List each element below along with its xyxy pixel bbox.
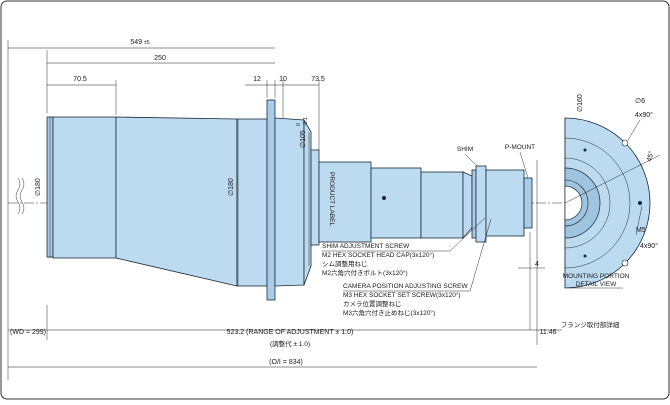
shim-ring: [475, 165, 487, 243]
dim-12: 12: [253, 76, 261, 83]
detail-leader-6: [627, 119, 641, 141]
detail-dia-6: ∅6: [635, 98, 645, 105]
cam-screw-text-2: M3 HEX SOCKET SET SCREW(3x120°): [343, 291, 461, 299]
front-cylinder: [52, 116, 117, 259]
dim-oi: (O/I = 834): [269, 359, 303, 366]
break-line-2: [19, 177, 25, 215]
break-line: [15, 177, 21, 215]
detail-holes-m5: 4x90°: [640, 242, 658, 250]
dim-4: 4: [535, 261, 539, 268]
detail-tap-a: [583, 148, 587, 152]
detail-view: [564, 117, 661, 289]
p-mount-end: [523, 177, 533, 229]
lens-body: [46, 99, 533, 301]
mount-flange: [266, 99, 276, 301]
barrel: [318, 161, 372, 243]
cam-screw-jp-1: カメラ位置調整ねじ: [343, 299, 402, 308]
shim-screw-text-2: M2 HEX SOCKET HEAD CAP(3x120°): [322, 251, 434, 259]
shim-screw-jp-1: シム調整用ねじ: [322, 259, 368, 268]
detail-angle: 45°: [645, 150, 656, 162]
dim-549: 549 ±5: [130, 39, 149, 46]
dim-tol-bot: -0.1: [303, 117, 309, 126]
shim-label: SHIM: [457, 146, 473, 153]
shim-leader: [464, 153, 478, 167]
p-mount-body: [485, 169, 525, 237]
dim-dia-flange: ∅180: [228, 178, 235, 196]
dim-10: 10: [279, 76, 287, 83]
detail-title-1: MOUNTING PORTION: [563, 273, 630, 280]
detail-ring-mid: [564, 157, 611, 249]
detail-bore: [564, 179, 589, 227]
shim-screw-text-1: SHIM ADJUSTMENT SCREW: [322, 243, 410, 250]
dim-range: 523.2 (RANGE OF ADJUSTMENT ± 1.0): [227, 329, 354, 336]
dim-11-46: 11.46: [540, 329, 557, 336]
neck-ring: [310, 149, 320, 246]
dim-250: 250: [154, 55, 166, 62]
detail-tap-b: [583, 254, 587, 258]
barrel-3: [420, 171, 464, 239]
neck-step: [303, 118, 312, 286]
detail-ring-inner: [564, 167, 601, 239]
shim: [471, 169, 477, 239]
product-label: PRODUCT LABEL: [328, 172, 335, 226]
detail-tap-right: [638, 201, 642, 205]
detail-hole-top: [621, 139, 629, 147]
detail-holes-6: 4x90°: [635, 111, 653, 119]
detail-angle-line: [564, 154, 661, 204]
detail-hole-bottom: [621, 259, 629, 267]
p-mount-leader: [519, 151, 529, 179]
detail-m5: M5: [636, 227, 646, 234]
detail-dia-160: ∅160: [577, 94, 584, 112]
detail-bore-hole: [564, 185, 583, 221]
detail-leader-m5: [635, 205, 643, 236]
dim-70-5: 70.5: [73, 76, 87, 83]
cam-screw-text-1: CAMERA POSITION ADJUSTING SCREW: [343, 283, 468, 290]
cam-screw-leader: [469, 218, 492, 292]
body-cone: [115, 116, 238, 287]
detail-title-jp: フランジ取付部詳細: [561, 320, 620, 329]
dim-wd: (WD = 299): [10, 329, 46, 336]
barrel-taper: [462, 171, 473, 240]
dim-dia-front: ∅180: [35, 178, 42, 196]
shim-screw-leader: [449, 217, 486, 252]
dim-range-jp: (調整代 ± 1.0): [270, 339, 310, 348]
barrel-2: [370, 167, 422, 239]
shim-screw-jp-2: M2六角穴付きボルト(3x120°): [322, 268, 408, 277]
screw-head: [382, 196, 386, 200]
detail-flange: [564, 117, 651, 289]
detail-title-2: DETAIL VIEW: [576, 281, 617, 288]
dim-73-5: 73.5: [311, 76, 325, 83]
p-mount-label: P-MOUNT: [505, 144, 535, 151]
dim-dia-105: ∅105: [300, 130, 307, 148]
dim-tol-top: 0: [296, 123, 302, 126]
cam-screw-jp-2: M3六角穴付き止めねじ(3x120°): [343, 308, 435, 317]
body-band: [236, 118, 268, 287]
